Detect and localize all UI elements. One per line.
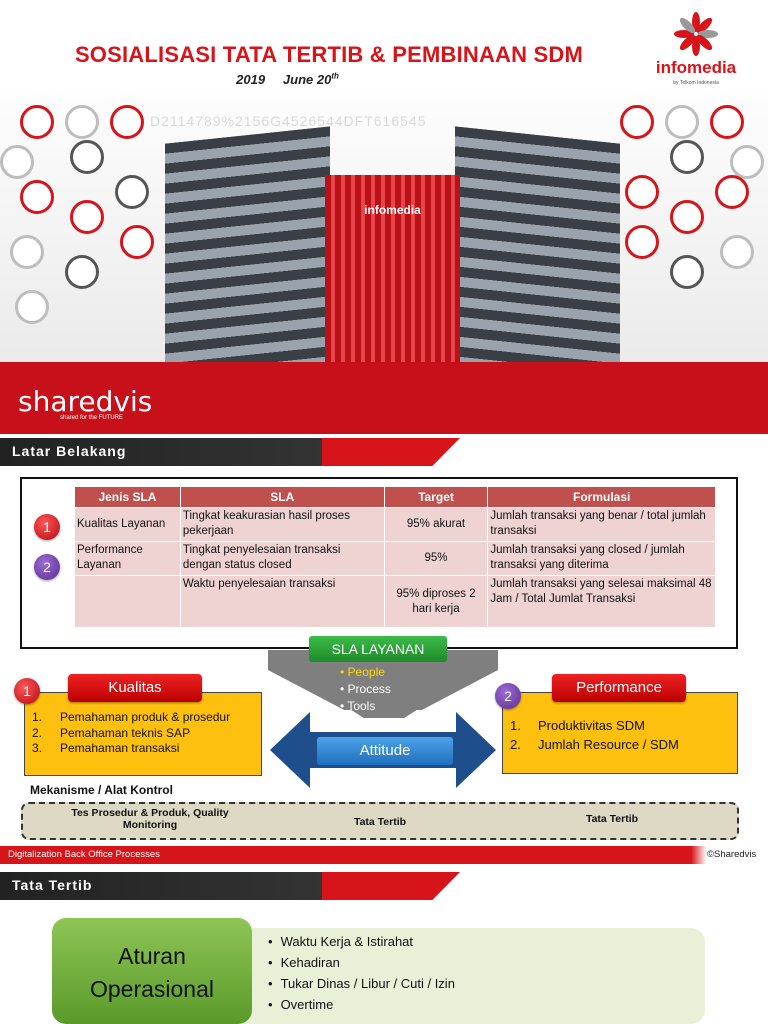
table-row: Kualitas Layanan Tingkat keakurasian has… xyxy=(74,507,716,542)
list-item: 2.Pemahaman teknis SAP xyxy=(32,725,191,740)
aturan-title-box xyxy=(52,918,252,1024)
list-item: 2.Jumlah Resource / SDM xyxy=(510,737,679,752)
performance-title: Performance xyxy=(552,674,686,702)
meeting-icon xyxy=(115,175,149,209)
people-icon xyxy=(715,175,749,209)
aturan-title-line2: Operasional xyxy=(89,976,215,1002)
team-icon xyxy=(670,255,704,289)
aturan-item: Overtime xyxy=(268,997,334,1012)
list-item: 1.Produktivitas SDM xyxy=(510,718,645,733)
table-cell-sla: Tingkat keakurasian hasil proses pekerja… xyxy=(179,507,385,542)
table-cell-sla: Tingkat penyelesaian transaksi dengan st… xyxy=(179,541,385,576)
footer-copyright: ©Sharedvis xyxy=(707,849,757,860)
table-cell-formulasi: Jumlah transaksi yang closed / jumlah tr… xyxy=(487,541,716,576)
hero-watermark: D2114789%2156G4526544DFT616545 xyxy=(150,113,427,129)
document-icon xyxy=(620,105,654,139)
sla-layanan-label: SLA LAYANAN xyxy=(309,636,447,662)
sla-table: Jenis SLA SLA Target Formulasi Kualitas … xyxy=(74,486,716,628)
performance-box xyxy=(502,692,738,774)
table-header-cell: Jenis SLA xyxy=(74,486,181,508)
table-row: Performance Layanan Tingkat penyelesaian… xyxy=(74,541,716,576)
mekanisme-item: Tata Tertib xyxy=(353,816,407,828)
building-center xyxy=(325,175,460,370)
section-label: Tata Tertib xyxy=(12,877,93,893)
hex-decor-icon xyxy=(10,235,44,269)
building-right-wing xyxy=(455,126,620,370)
infomedia-logo-sub: by Telkom Indonesia xyxy=(673,80,719,86)
table-cell-sla: Waktu penyelesaian transaksi xyxy=(179,575,385,628)
section-label: Latar Belakang xyxy=(12,443,127,459)
infomedia-logo-text: infomedia xyxy=(655,58,737,77)
building-left-wing xyxy=(165,126,330,370)
meeting-icon xyxy=(625,175,659,209)
funnel-item-tools: • Tools xyxy=(340,699,376,713)
hex-decor-icon xyxy=(665,105,699,139)
table-cell-target: 95% xyxy=(383,541,489,576)
funnel-item-process: • Process xyxy=(340,682,391,696)
footer-strip xyxy=(0,846,768,864)
handshake-icon xyxy=(670,140,704,174)
mekanisme-item: Tata Tertib xyxy=(585,813,639,825)
table-header-cell: Formulasi xyxy=(487,486,716,508)
red-banner xyxy=(0,362,768,434)
hex-decor-icon xyxy=(65,105,99,139)
table-cell-jenis: Kualitas Layanan xyxy=(74,507,181,542)
aturan-item: Waktu Kerja & Istirahat xyxy=(268,934,413,949)
hex-decor-icon xyxy=(720,235,754,269)
table-header-cell: Target xyxy=(383,486,489,508)
aturan-title-line1: Aturan xyxy=(118,943,186,969)
businessman-icon xyxy=(625,225,659,259)
job-icon xyxy=(70,200,104,234)
people-icon xyxy=(20,180,54,214)
table-cell-formulasi: Jumlah transaksi yang selesai maksimal 4… xyxy=(487,575,716,628)
mekanisme-item: Tes Prosedur & Produk, Quality Monitorin… xyxy=(71,807,229,831)
page-title: SOSIALISASI TATA TERTIB & PEMBINAAN SDM xyxy=(74,42,584,67)
hex-decor-icon xyxy=(710,105,744,139)
hero-illustration: D2114789%2156G4526544DFT616545 infomedia xyxy=(0,95,768,370)
kualitas-title: Kualitas xyxy=(68,674,202,702)
list-item: 3.Pemahaman transaksi xyxy=(32,741,180,755)
kualitas-list: 1.Pemahaman produk & prosedur 2.Pemahama… xyxy=(32,710,230,757)
table-cell-jenis: Performance Layanan xyxy=(74,541,181,576)
mekanisme-label: Mekanisme / Alat Kontrol xyxy=(30,783,173,797)
table-cell-target: 95% diproses 2 hari kerja xyxy=(383,575,489,628)
job-icon xyxy=(670,200,704,234)
handshake-icon xyxy=(70,140,104,174)
funnel-item-people: • People xyxy=(340,665,385,679)
hex-decor-icon xyxy=(20,105,54,139)
table-cell-target: 95% akurat xyxy=(383,507,489,542)
badge-two: 2 xyxy=(34,554,60,580)
document-icon xyxy=(110,105,144,139)
performance-badge: 2 xyxy=(495,683,521,709)
table-cell-jenis xyxy=(74,575,181,628)
section-header-latar-belakang: Latar Belakang xyxy=(0,438,460,466)
table-cell-formulasi: Jumlah transaksi yang benar / total juml… xyxy=(487,507,716,542)
kualitas-box xyxy=(24,692,262,776)
businessman-icon xyxy=(120,225,154,259)
hex-decor-icon xyxy=(15,290,49,324)
kualitas-badge: 1 xyxy=(14,678,40,704)
page-date: June 20th 2019 xyxy=(236,72,339,88)
performance-list: 1.Produktivitas SDM 2.Jumlah Resource / … xyxy=(510,716,679,754)
sharedvis-tagline: shared for the FUTURE xyxy=(60,415,124,421)
table-header-row: Jenis SLA SLA Target Formulasi xyxy=(74,486,716,508)
attitude-label: Attitude xyxy=(317,737,453,765)
footer-label: Digitalization Back Office Processes xyxy=(8,849,160,860)
infomedia-flower-icon xyxy=(674,12,718,56)
badge-one: 1 xyxy=(34,514,60,540)
table-row: Waktu penyelesaian transaksi 95% diprose… xyxy=(74,575,716,628)
team-icon xyxy=(65,255,99,289)
sharedvis-logo: sharedvis xyxy=(18,385,153,418)
building-logo: infomedia xyxy=(364,203,421,217)
hex-decor-icon xyxy=(730,145,764,179)
mekanisme-box xyxy=(21,802,739,840)
list-item: 1.Pemahaman produk & prosedur xyxy=(32,710,231,724)
hex-decor-icon xyxy=(0,145,34,179)
aturan-item: Kehadiran xyxy=(268,955,340,970)
section-header-tata-tertib: Tata Tertib xyxy=(0,872,460,900)
table-header-cell: SLA xyxy=(179,486,385,508)
aturan-item: Tukar Dinas / Libur / Cuti / Izin xyxy=(268,976,455,991)
